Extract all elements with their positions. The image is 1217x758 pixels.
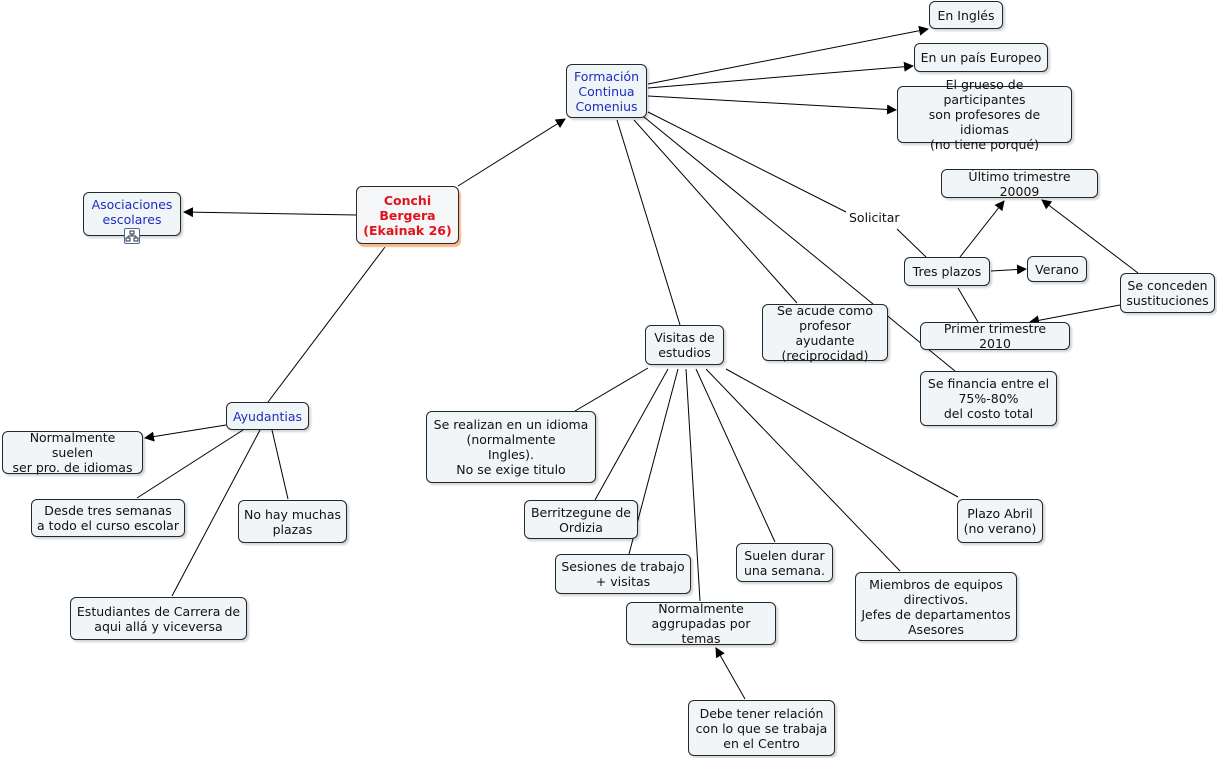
link-tresplazos-ultimo bbox=[959, 200, 1005, 258]
berritzegune-node-label: Berritzegune de Ordizia bbox=[530, 504, 632, 535]
tres-plazos-node-label: Tres plazos bbox=[912, 264, 982, 279]
primer-trimestre-node[interactable]: Primer trimestre 2010 bbox=[920, 321, 1070, 351]
linked-map-icon[interactable] bbox=[124, 228, 140, 244]
link-conceden-primer bbox=[1029, 304, 1121, 326]
root-node[interactable]: Conchi Bergera (Ekainak 26) bbox=[356, 186, 459, 244]
ultimo-trimestre-node-label: Último trimestre 20009 bbox=[968, 168, 1071, 199]
root-node-label: Conchi Bergera (Ekainak 26) bbox=[363, 192, 452, 238]
plazo-abril-node[interactable]: Plazo Abril (no verano) bbox=[957, 499, 1043, 543]
no-hay-node-label: No hay muchas plazas bbox=[244, 506, 341, 537]
idioma-node-label: Se realizan en un idioma (normalmente In… bbox=[433, 417, 589, 477]
link-ayudantias-estudiantes bbox=[171, 429, 261, 597]
link-visitas-agrupadas bbox=[685, 368, 701, 602]
link-formacion-pais bbox=[647, 61, 914, 89]
verano-node[interactable]: Verano bbox=[1027, 256, 1087, 282]
ayudantias-node[interactable]: Ayudantias bbox=[226, 402, 309, 430]
se-financia-node[interactable]: Se financia entre el 75%-80% del costo t… bbox=[920, 371, 1057, 426]
link-formacion-financia bbox=[643, 116, 956, 372]
asociaciones-node[interactable]: Asociaciones escolares bbox=[83, 192, 181, 236]
se-conceden-node[interactable]: Se conceden sustituciones bbox=[1120, 273, 1215, 313]
asociaciones-node-label: Asociaciones escolares bbox=[91, 197, 173, 227]
en-pais-node[interactable]: En un país Europeo bbox=[914, 43, 1048, 72]
verano-node-label: Verano bbox=[1035, 261, 1079, 277]
en-ingles-node-label: En Inglés bbox=[937, 7, 995, 23]
link-formacion-solicitar bbox=[647, 111, 847, 213]
en-ingles-node[interactable]: En Inglés bbox=[929, 1, 1003, 29]
miembros-node[interactable]: Miembros de equipos directivos. Jefes de… bbox=[855, 572, 1017, 641]
formacion-node-label: Formación Continua Comenius bbox=[573, 68, 640, 114]
normalmente-agrupadas-node[interactable]: Normalmente aggrupadas por temas bbox=[626, 601, 776, 646]
profesor-ayudante-node-label: Se acude como profesor ayudante (recipro… bbox=[777, 302, 873, 363]
plazo-abril-node-label: Plazo Abril (no verano) bbox=[963, 506, 1037, 536]
visitas-node[interactable]: Visitas de estudios bbox=[645, 325, 724, 365]
link-tresplazos-verano bbox=[990, 264, 1027, 275]
link-visitas-idioma bbox=[574, 367, 649, 412]
link-ayudantias-desde bbox=[136, 429, 244, 499]
estudiantes-node[interactable]: Estudiantes de Carrera de aqui allá y vi… bbox=[70, 597, 247, 640]
ultimo-trimestre-node[interactable]: Último trimestre 20009 bbox=[941, 168, 1098, 199]
grueso-node-label: El grueso de participantes son profesore… bbox=[928, 77, 1041, 152]
en-pais-node-label: En un país Europeo bbox=[920, 50, 1042, 65]
link-root-asociaciones bbox=[183, 207, 357, 218]
formacion-node[interactable]: Formación Continua Comenius bbox=[566, 64, 647, 118]
normalmente-suelen-node-label: Normalmente suelen ser pro. de idiomas bbox=[12, 430, 133, 475]
link-ayudantias-nohay bbox=[271, 429, 289, 500]
link-formacion-grueso bbox=[647, 95, 897, 115]
tres-plazos-node[interactable]: Tres plazos bbox=[904, 257, 990, 286]
primer-trimestre-node-label: Primer trimestre 2010 bbox=[943, 321, 1047, 351]
link-label-solicitar: Solicitar bbox=[847, 210, 902, 225]
berritzegune-node[interactable]: Berritzegune de Ordizia bbox=[524, 500, 638, 539]
debe-tener-node[interactable]: Debe tener relación con lo que se trabaj… bbox=[688, 700, 835, 756]
miembros-node-label: Miembros de equipos directivos. Jefes de… bbox=[861, 576, 1011, 637]
idioma-node[interactable]: Se realizan en un idioma (normalmente In… bbox=[426, 411, 596, 483]
ayudantias-node-label: Ayudantias bbox=[232, 408, 303, 424]
link-formacion-ayudante bbox=[633, 119, 798, 304]
link-root-formacion bbox=[457, 118, 566, 187]
suelen-durar-node[interactable]: Suelen durar una semana. bbox=[736, 543, 833, 582]
estudiantes-node-label: Estudiantes de Carrera de aqui allá y vi… bbox=[76, 603, 241, 634]
se-financia-node-label: Se financia entre el 75%-80% del costo t… bbox=[927, 376, 1050, 421]
link-conceden-ultimo bbox=[1041, 199, 1139, 274]
sesiones-node[interactable]: Sesiones de trabajo + visitas bbox=[555, 554, 691, 594]
link-formacion-ingles bbox=[647, 25, 929, 85]
link-ayudantias-normalmente bbox=[144, 424, 227, 442]
link-tresplazos-primer bbox=[957, 287, 979, 323]
link-visitas-suelen bbox=[695, 368, 776, 543]
link-visitas-plazo bbox=[725, 368, 959, 498]
desde-tres-node[interactable]: Desde tres semanas a todo el curso escol… bbox=[31, 499, 185, 537]
no-hay-node[interactable]: No hay muchas plazas bbox=[238, 500, 347, 543]
suelen-durar-node-label: Suelen durar una semana. bbox=[743, 547, 826, 578]
grueso-node[interactable]: El grueso de participantes son profesore… bbox=[897, 77, 1072, 152]
desde-tres-node-label: Desde tres semanas a todo el curso escol… bbox=[37, 503, 179, 533]
link-visitas-berritzegune bbox=[594, 368, 669, 501]
normalmente-agrupadas-node-label: Normalmente aggrupadas por temas bbox=[651, 601, 751, 646]
link-debetener-agrupadas bbox=[715, 647, 746, 700]
sesiones-node-label: Sesiones de trabajo + visitas bbox=[561, 559, 685, 589]
normalmente-suelen-node[interactable]: Normalmente suelen ser pro. de idiomas bbox=[2, 430, 143, 475]
debe-tener-node-label: Debe tener relación con lo que se trabaj… bbox=[695, 705, 828, 751]
visitas-node-label: Visitas de estudios bbox=[654, 330, 715, 360]
profesor-ayudante-node[interactable]: Se acude como profesor ayudante (recipro… bbox=[762, 302, 888, 363]
se-conceden-node-label: Se conceden sustituciones bbox=[1126, 278, 1209, 308]
link-formacion-visitas bbox=[616, 119, 681, 326]
link-root-ayudantias bbox=[267, 246, 386, 403]
link-solicitar-tresplazos bbox=[896, 228, 927, 258]
link-visitas-miembros bbox=[705, 368, 901, 572]
